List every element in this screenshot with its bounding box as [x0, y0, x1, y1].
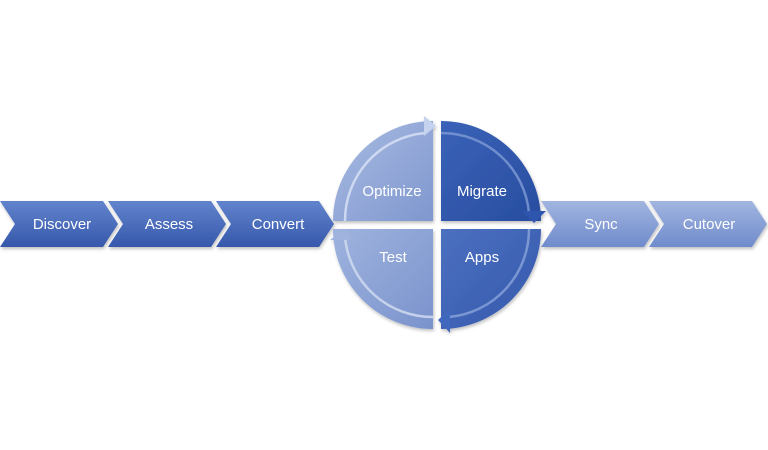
chevron-shape	[0, 201, 118, 247]
quadrant-shape	[441, 229, 541, 329]
quadrant-shape	[441, 121, 541, 221]
quadrant-shape	[333, 121, 433, 221]
quadrant-label: Migrate	[457, 183, 507, 200]
cycle-arrow-icon	[448, 228, 531, 319]
step-assess: Assess	[108, 201, 226, 247]
chevron-shape	[216, 201, 334, 247]
quadrant-label: Apps	[465, 249, 499, 266]
step-convert: Convert	[216, 201, 334, 247]
cycle-arrow-icon	[343, 236, 434, 319]
step-label: Convert	[252, 216, 305, 233]
quadrant-shape	[333, 229, 433, 329]
cycle-quadrant-optimize: Optimize	[333, 116, 436, 222]
chevron-shape	[649, 201, 767, 247]
step-label: Sync	[584, 216, 618, 233]
cycle: Optimize Migrate Test Apps	[330, 116, 546, 333]
step-discover: Discover	[0, 201, 118, 247]
chevron-shape	[541, 201, 659, 247]
chevron-shape	[108, 201, 226, 247]
step-cutover: Cutover	[649, 201, 767, 247]
arrowhead-icon	[424, 116, 436, 136]
step-label: Assess	[145, 216, 193, 233]
quadrant-label: Optimize	[362, 183, 421, 200]
quadrant-label: Test	[379, 249, 407, 266]
cycle-quadrant-apps: Apps	[438, 228, 541, 333]
cycle-arrow-icon	[440, 131, 531, 214]
cycle-quadrant-test: Test	[330, 229, 434, 329]
cycle-arrow-icon	[343, 131, 426, 222]
arrowhead-icon	[330, 229, 352, 240]
step-label: Discover	[33, 216, 91, 233]
step-label: Cutover	[683, 216, 736, 233]
arrowhead-icon	[438, 309, 450, 333]
step-sync: Sync	[541, 201, 659, 247]
arrowhead-icon	[522, 211, 546, 223]
cycle-quadrant-migrate: Migrate	[440, 121, 546, 223]
